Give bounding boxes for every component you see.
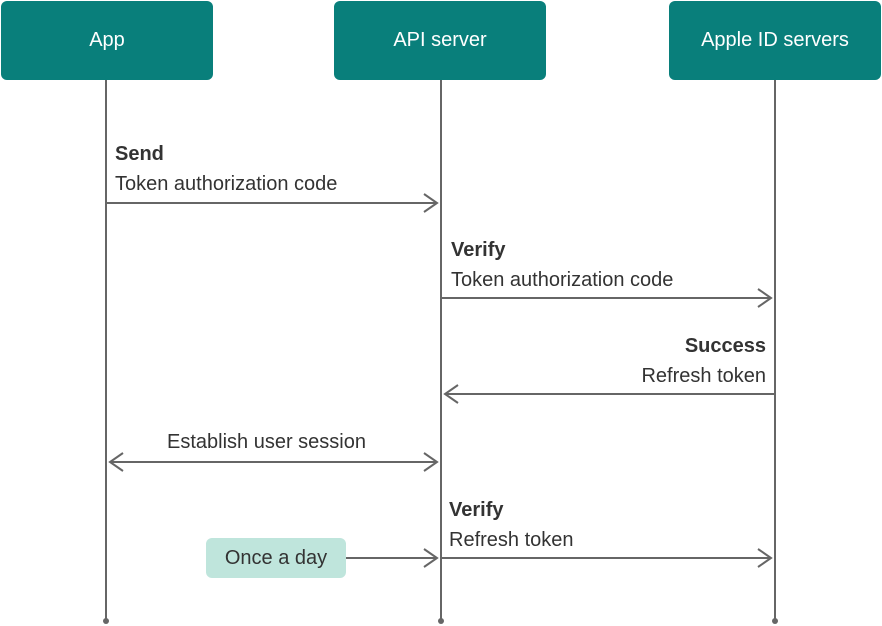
lifeline-end-api-server [438, 618, 444, 624]
lifeline-end-app [103, 618, 109, 624]
message-verify-code-title: Verify [451, 239, 506, 261]
note-once-a-day-label: Once a day [224, 546, 328, 569]
note-once-a-day: Once a day [206, 538, 346, 578]
arrow-verify-refresh-token [441, 548, 773, 568]
arrow-success-refresh-token [443, 384, 775, 404]
lifeline-end-apple-id-servers [772, 618, 778, 624]
message-success-title: Success [684, 335, 766, 357]
message-send-text: Token authorization code [115, 173, 338, 195]
message-verify-code: Verify Token authorization code [451, 238, 673, 292]
message-success: Success Refresh token [641, 334, 766, 388]
actor-apple-id-servers: Apple ID servers [669, 1, 881, 80]
message-send: Send Token authorization code [115, 142, 337, 196]
actor-apple-id-servers-label: Apple ID servers [701, 29, 849, 51]
message-verify-code-text: Token authorization code [451, 269, 674, 291]
message-verify-refresh-title: Verify [449, 499, 504, 521]
message-success-text: Refresh token [641, 365, 766, 387]
actor-app-label: App [89, 29, 125, 51]
arrow-establish-user-session [108, 452, 439, 472]
actor-app: App [1, 1, 213, 80]
actor-api-server-label: API server [393, 29, 487, 51]
actor-api-server: API server [334, 1, 546, 80]
message-send-title: Send [115, 143, 164, 165]
arrow-once-a-day [346, 548, 439, 568]
arrow-verify-token-code [441, 288, 773, 308]
message-establish-session-text: Establish user session [167, 431, 366, 453]
arrow-send-token-code [106, 193, 439, 213]
message-verify-refresh-text: Refresh token [449, 529, 574, 551]
message-verify-refresh: Verify Refresh token [449, 498, 574, 552]
message-establish-session: Establish user session [167, 430, 366, 454]
